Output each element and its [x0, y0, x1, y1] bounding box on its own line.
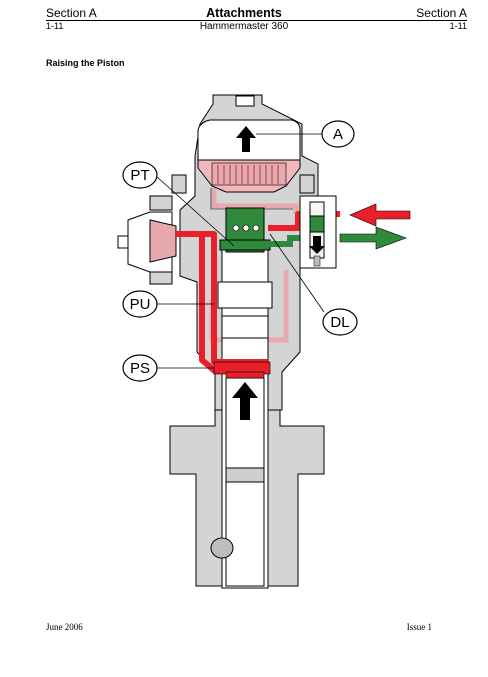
callout-ps: PS [122, 354, 158, 382]
svg-text:PU: PU [130, 296, 151, 313]
header-subtitle: Hammermaster 360 [199, 21, 289, 32]
page-number-left: 1-11 [46, 21, 64, 31]
svg-text:PS: PS [130, 360, 150, 377]
header-rule [46, 20, 467, 21]
page-number-right: 1-11 [449, 21, 467, 31]
header-section-right: Section A [416, 6, 467, 20]
top-cap [235, 95, 255, 107]
svg-text:A: A [333, 126, 343, 143]
svg-text:PT: PT [130, 167, 149, 184]
piston-up-arrow [232, 382, 258, 420]
callout-a: A [321, 120, 355, 148]
figure-caption: Raising the Piston [46, 58, 125, 68]
header-title: Attachments [206, 6, 282, 20]
footer-issue: Issue 1 [406, 622, 432, 632]
callout-pt: PT [122, 161, 158, 189]
pressure-inlet-arrow [349, 203, 411, 227]
accumulator-up-arrow [236, 126, 256, 152]
header-section-left: Section A [46, 6, 97, 20]
callout-pu: PU [122, 290, 158, 318]
retaining-pin [210, 537, 234, 559]
callout-dl: DL [322, 308, 358, 336]
return-outlet-arrow [339, 226, 407, 250]
footer-date: June 2006 [46, 622, 83, 632]
svg-text:DL: DL [330, 314, 349, 331]
